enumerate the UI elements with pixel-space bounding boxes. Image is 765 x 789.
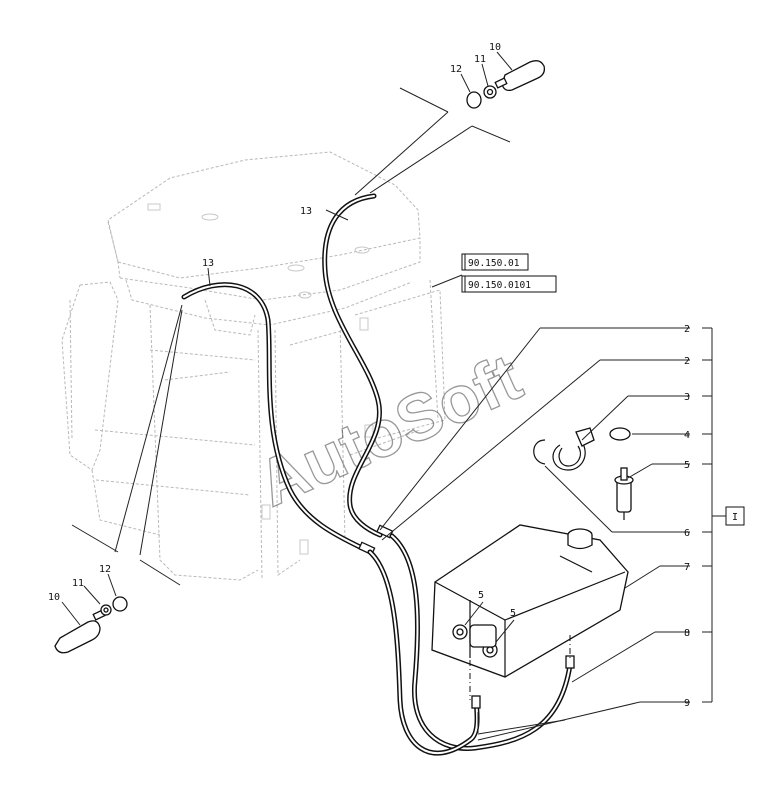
callout-12-top: 12: [450, 64, 462, 75]
circlip: [533, 439, 546, 465]
callout-8: 8: [684, 628, 690, 639]
callout-11-bottom: 11: [72, 578, 84, 589]
nozzle-bottom: [54, 609, 106, 654]
callout-5-tank-a: 5: [478, 590, 484, 601]
callout-11-top: 11: [474, 54, 486, 65]
group-bracket: [702, 327, 726, 703]
grommet: [609, 427, 631, 441]
callout-10-bottom: 10: [48, 592, 60, 603]
callout-5-right: 5: [684, 460, 690, 471]
callout-5-tank-b: 5: [510, 608, 516, 619]
cap-top: [466, 91, 482, 109]
callout-13-left: 13: [202, 258, 214, 269]
callout-2-a: 2: [684, 324, 690, 335]
callout-9: 9: [684, 698, 690, 709]
group-label-box[interactable]: I: [725, 506, 745, 526]
callout-3: 3: [684, 392, 690, 403]
cab-outline: [61, 151, 446, 581]
washer-pump: [614, 467, 634, 520]
callout-4: 4: [684, 430, 690, 441]
reference-box-1[interactable]: 90.150.01: [461, 253, 529, 271]
callout-13-top: 13: [300, 206, 312, 217]
cap-bottom: [112, 596, 128, 612]
group-label: I: [732, 512, 738, 523]
reservoir-tank[interactable]: [431, 524, 629, 678]
callout-7: 7: [684, 562, 690, 573]
reference-text-1: 90.150.01: [468, 258, 520, 269]
callout-2-b: 2: [684, 356, 690, 367]
reference-box-2[interactable]: 90.150.0101: [461, 275, 557, 293]
callout-6: 6: [684, 528, 690, 539]
callout-12-bottom: 12: [99, 564, 111, 575]
nozzle-top: [494, 60, 546, 92]
reference-text-2: 90.150.0101: [468, 280, 531, 291]
callout-10-top: 10: [489, 42, 501, 53]
